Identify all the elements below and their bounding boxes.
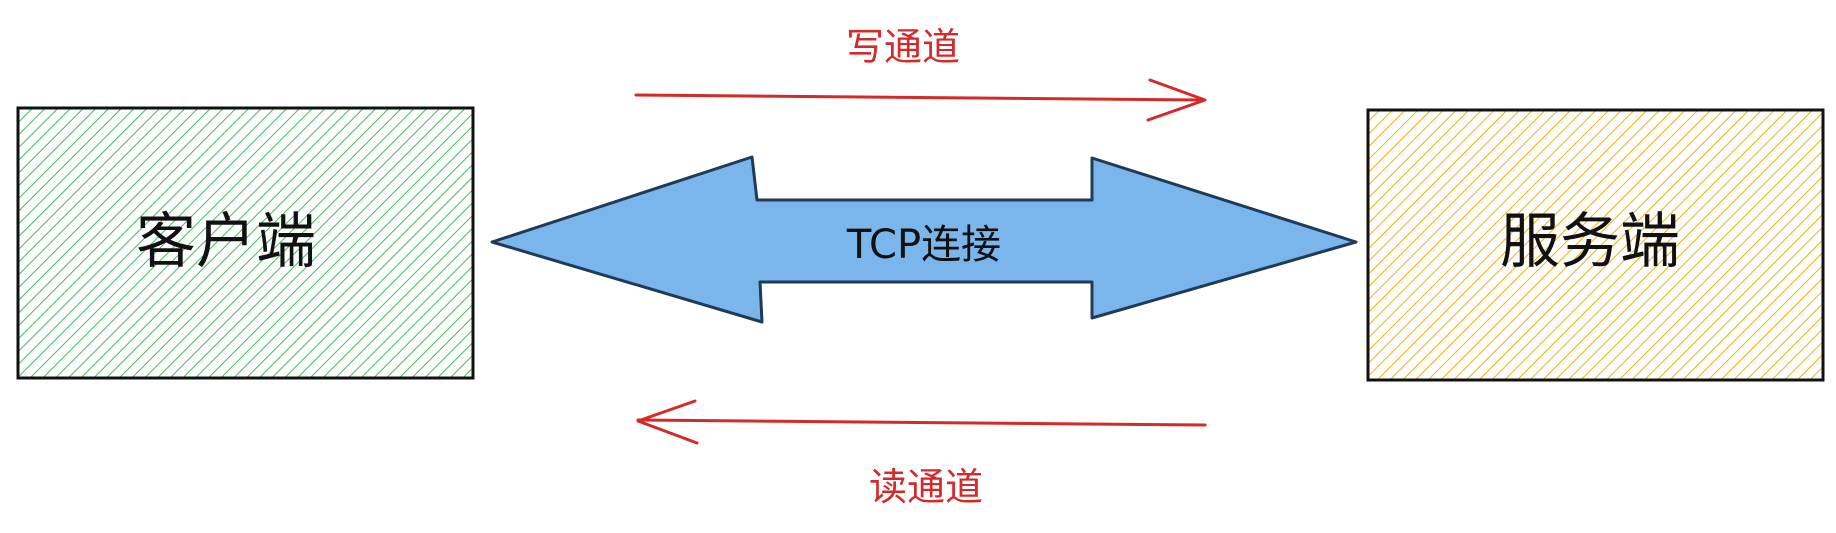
- write-channel-arrow-line: [634, 93, 1206, 102]
- read-channel-label: 读通道: [869, 465, 983, 509]
- server-box: [1366, 108, 1825, 382]
- client-label: 客户端: [136, 207, 316, 277]
- client-node: 客户端: [16, 106, 475, 380]
- tcp-connection-label: TCP连接: [846, 222, 1001, 268]
- client-box: [16, 106, 475, 380]
- server-label: 服务端: [1500, 207, 1680, 277]
- read-channel-arrow-line: [636, 418, 1207, 427]
- write-channel: 写通道: [634, 25, 1207, 122]
- tcp-double-arrow-shape: [490, 155, 1358, 324]
- read-channel: 读通道: [636, 399, 1207, 509]
- server-node: 服务端: [1366, 108, 1825, 382]
- read-channel-arrowhead: [636, 399, 699, 445]
- write-channel-arrowhead: [1146, 78, 1207, 122]
- write-channel-label: 写通道: [846, 25, 960, 69]
- tcp-connection-arrow: TCP连接: [490, 155, 1358, 324]
